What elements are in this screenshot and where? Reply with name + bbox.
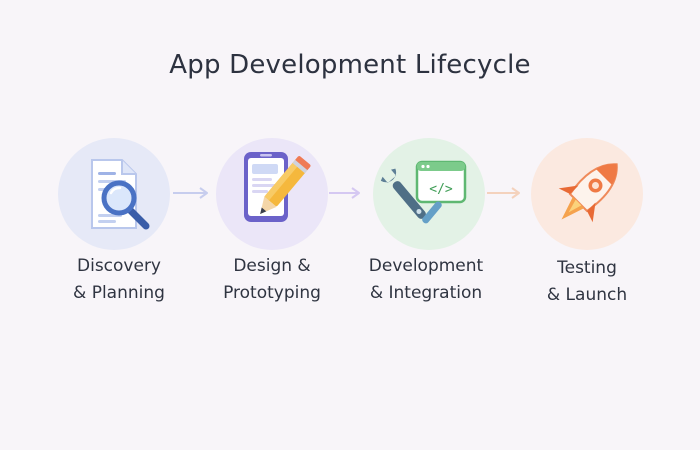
arrow-1-icon	[173, 187, 208, 199]
stage-2-circle	[216, 138, 328, 250]
stage-4-label: Testing & Launch	[502, 255, 672, 309]
arrow-3-icon	[487, 187, 520, 199]
stage-3-label-line1: Development	[368, 256, 484, 276]
stage-4-label-line1: Testing	[557, 258, 617, 278]
stage-2-label: Design & Prototyping	[187, 253, 357, 307]
stage-4-label-line2: & Launch	[546, 285, 628, 305]
stage-2-label-line1: Design &	[233, 256, 311, 276]
stage-2-label-line2: Prototyping	[223, 283, 321, 303]
document-magnifier-icon	[91, 159, 150, 230]
stage-1-label: Discovery & Planning	[34, 253, 204, 307]
diagram-title: App Development Lifecycle	[169, 50, 531, 80]
rocket-icon	[558, 163, 618, 223]
stage-1-circle	[58, 138, 170, 250]
stage-1-label-line2: & Planning	[73, 283, 165, 303]
arrow-2-icon	[329, 187, 360, 199]
stage-3-label: Development & Integration	[341, 253, 511, 307]
stage-1-label-line1: Discovery	[77, 256, 161, 276]
wrench-code-icon: </>	[380, 160, 467, 224]
stage-3-label-line2: & Integration	[369, 283, 483, 303]
stage-3-circle: </>	[373, 138, 485, 250]
svg-text:</>: </>	[429, 182, 453, 197]
phone-pencil-icon	[244, 152, 311, 222]
stage-4-circle	[531, 138, 643, 250]
